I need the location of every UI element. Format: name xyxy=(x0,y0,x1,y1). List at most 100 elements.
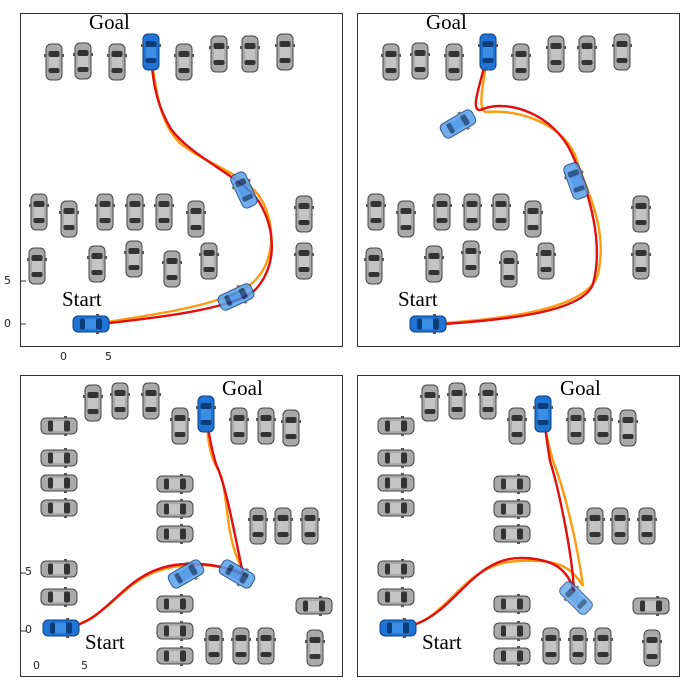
parked-car xyxy=(156,594,194,614)
parked-car xyxy=(174,43,194,81)
parked-car xyxy=(256,407,276,445)
parked-car xyxy=(420,384,440,422)
ego-car xyxy=(141,33,161,71)
parked-car xyxy=(40,559,78,579)
parked-car xyxy=(366,193,386,231)
parked-car xyxy=(381,43,401,81)
parked-car xyxy=(295,596,333,616)
parked-car xyxy=(631,195,651,233)
ego-car xyxy=(559,581,593,615)
parking-scene-4 xyxy=(377,382,670,667)
parked-car xyxy=(444,43,464,81)
reference-path xyxy=(396,404,585,630)
parked-car xyxy=(87,245,107,283)
start-label-3: Start xyxy=(85,630,125,654)
parked-car xyxy=(377,416,415,436)
parked-car xyxy=(170,407,190,445)
y-tick-5-panel-3: 5 xyxy=(25,565,32,578)
parked-car xyxy=(396,200,416,238)
parked-car xyxy=(40,498,78,518)
parked-car xyxy=(461,240,481,278)
parked-car xyxy=(300,507,320,545)
planned-path xyxy=(59,404,245,630)
parked-car xyxy=(199,242,219,280)
parked-car xyxy=(424,245,444,283)
ego-car xyxy=(409,314,447,334)
scenario-panel-1 xyxy=(20,13,343,347)
parked-car xyxy=(523,200,543,238)
parked-car xyxy=(546,35,566,73)
parked-car xyxy=(124,240,144,278)
parked-car xyxy=(541,627,561,665)
start-label-4: Start xyxy=(422,630,462,654)
ego-car xyxy=(563,162,589,200)
parked-car xyxy=(566,407,586,445)
parked-car xyxy=(593,407,613,445)
parked-car xyxy=(511,43,531,81)
planned-path xyxy=(91,52,273,327)
parked-car xyxy=(59,200,79,238)
parked-car xyxy=(377,498,415,518)
parked-car xyxy=(44,43,64,81)
x-tick-0-panel-1: 0 xyxy=(60,350,67,363)
parked-car xyxy=(364,247,384,285)
parked-car xyxy=(156,499,194,519)
ego-car xyxy=(167,559,205,589)
scenario-panel-3 xyxy=(20,375,343,677)
parked-car xyxy=(610,507,630,545)
parked-car xyxy=(154,193,174,231)
goal-label-2: Goal xyxy=(426,10,467,34)
parked-car xyxy=(40,448,78,468)
parked-car xyxy=(95,193,115,231)
start-label-2: Start xyxy=(398,287,438,311)
ego-car xyxy=(196,395,216,433)
parked-car xyxy=(593,627,613,665)
parked-car xyxy=(493,646,531,666)
ego-car xyxy=(217,283,255,311)
reference-path xyxy=(59,404,249,630)
ego-car xyxy=(439,109,477,139)
parked-car xyxy=(493,474,531,494)
parked-car xyxy=(107,43,127,81)
parked-car xyxy=(40,473,78,493)
parked-car xyxy=(229,407,249,445)
parked-car xyxy=(377,473,415,493)
y-tick-0-panel-3: 0 xyxy=(25,623,32,636)
scenario-panel-2 xyxy=(357,13,680,347)
parked-car xyxy=(281,409,301,447)
parked-car xyxy=(631,242,651,280)
parked-car xyxy=(27,247,47,285)
ego-car xyxy=(533,395,553,433)
parked-car xyxy=(83,384,103,422)
parked-car xyxy=(493,594,531,614)
ego-car xyxy=(42,618,80,638)
ego-car xyxy=(230,171,258,209)
parked-car xyxy=(40,587,78,607)
parked-car xyxy=(240,35,260,73)
parked-car xyxy=(156,474,194,494)
ego-car xyxy=(72,314,110,334)
parked-car xyxy=(612,33,632,71)
parked-car xyxy=(493,499,531,519)
parked-car xyxy=(275,33,295,71)
parked-car xyxy=(156,646,194,666)
parked-car xyxy=(162,250,182,288)
parked-car xyxy=(577,35,597,73)
parked-car xyxy=(377,587,415,607)
parked-car xyxy=(248,507,268,545)
parked-car xyxy=(29,193,49,231)
parked-car xyxy=(432,193,452,231)
parking-scene-2 xyxy=(364,33,651,334)
parking-scene-1 xyxy=(21,33,314,334)
parked-car xyxy=(110,382,130,420)
parked-car xyxy=(294,195,314,233)
scenario-panel-4 xyxy=(357,375,680,677)
parked-car xyxy=(273,507,293,545)
planned-path xyxy=(396,404,576,630)
parked-car xyxy=(377,559,415,579)
parked-car xyxy=(536,242,556,280)
parked-car xyxy=(507,407,527,445)
parked-car xyxy=(642,629,662,667)
parked-car xyxy=(73,42,93,80)
parked-car xyxy=(632,596,670,616)
